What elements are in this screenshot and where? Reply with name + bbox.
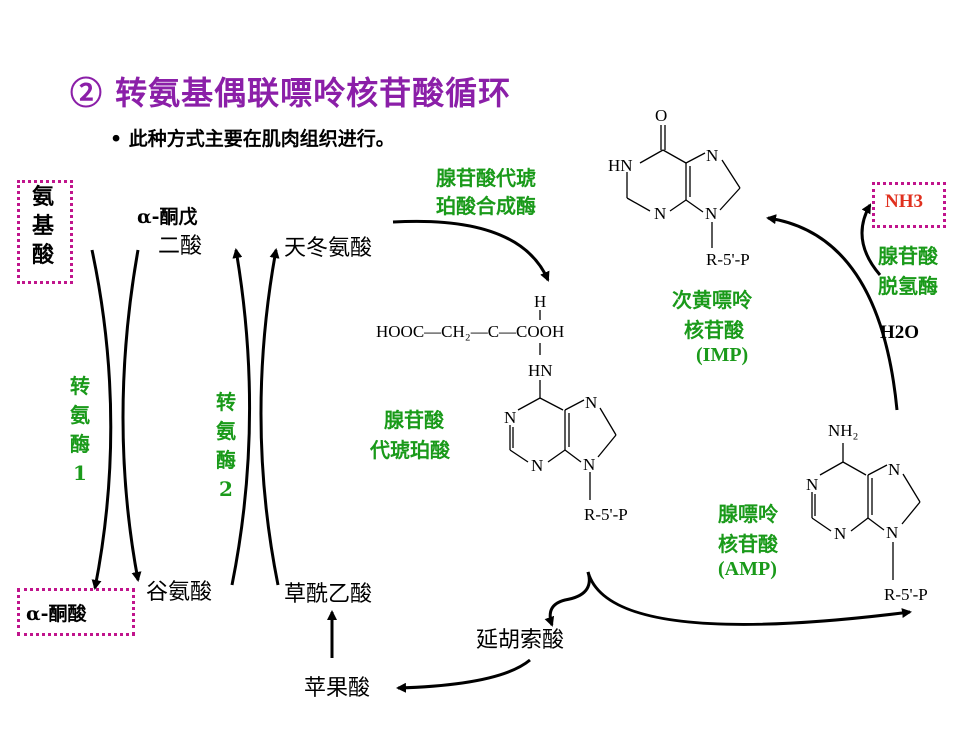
- alpha-keto-acid-label: α-酮酸: [26, 603, 87, 625]
- arrow-amp-to-imp: [766, 214, 899, 411]
- fumarate-label: 延胡索酸: [476, 628, 565, 653]
- adenylosuccinate-structure: [509, 310, 617, 500]
- amp-n7: N: [888, 460, 901, 479]
- imp-n9: N: [705, 204, 718, 223]
- amp-r5p: R-5'-P: [884, 585, 928, 604]
- imp-r5p: R-5'-P: [706, 250, 750, 269]
- amp-n1: N: [806, 475, 819, 494]
- amp-label-3: (AMP): [718, 558, 777, 580]
- amino-acid-label: 氨基酸: [31, 184, 54, 268]
- transaminase2-label: 转氨酶2: [216, 390, 236, 501]
- ampd-label-2: 脱氢酶: [878, 274, 938, 298]
- amp-structure: [811, 443, 921, 580]
- amp-n9: N: [886, 523, 899, 542]
- amp-nh2: NH₂: [828, 421, 859, 440]
- aspartate-label: 天冬氨酸: [284, 236, 373, 261]
- imp-n7: N: [706, 146, 719, 165]
- alpha-ketoglutarate-label-2: 二酸: [158, 234, 203, 259]
- adenylosuccinate-hn: HN: [528, 361, 553, 380]
- amp-label-1: 腺嘌呤: [718, 502, 778, 526]
- alpha-ketoglutarate-label-1: α-酮戊: [137, 206, 198, 228]
- adenylosuccinate-h: H: [534, 292, 547, 311]
- imp-o: O: [655, 106, 668, 125]
- arrow-to-amp: [586, 571, 912, 626]
- adenylosuccinate-label-1: 腺苷酸: [384, 408, 444, 432]
- imp-n3: N: [654, 204, 667, 223]
- adenylosuccinate-backbone: HOOC—CH₂—C—COOH: [376, 322, 565, 341]
- nh3-box: NH3: [872, 182, 946, 228]
- adenylosuccinate-n3: N: [531, 456, 544, 475]
- nh3-label: NH3: [885, 191, 923, 212]
- arrow-aspartate-to-adenylosuccinate: [392, 219, 550, 282]
- adenylosuccinate-n7: N: [585, 393, 598, 412]
- adenylosuccinate-label-2: 代琥珀酸: [370, 438, 450, 462]
- h2o-label: H2O: [880, 322, 920, 343]
- page-title: ② 转氨基偶联嘌呤核苷酸循环: [70, 74, 512, 112]
- arrow-glutamate-to-ketoglutarate: [230, 248, 252, 586]
- arrow-oxaloacetate-to-aspartate: [259, 248, 280, 586]
- adss-label-2: 珀酸合成酶: [436, 194, 536, 218]
- imp-hn: HN: [608, 156, 633, 175]
- glutamate-label: 谷氨酸: [146, 580, 213, 605]
- arrow-amino-to-keto: [90, 249, 113, 590]
- arrow-fumarate-to-malate: [396, 658, 531, 693]
- imp-structure: [626, 125, 741, 248]
- oxaloacetate-label: 草酰乙酸: [284, 582, 373, 607]
- arrow-ketoglutarate-to-glutamate: [121, 249, 142, 582]
- arrow-to-fumarate: [544, 571, 591, 627]
- amino-acid-box: 氨基酸: [17, 180, 73, 284]
- amp-n3: N: [834, 524, 847, 543]
- imp-label-2: 核苷酸: [684, 318, 744, 342]
- adenylosuccinate-r5p: R-5'-P: [584, 505, 628, 524]
- arrow-nh3-release: [860, 203, 882, 276]
- bullet-text: • 此种方式主要在肌肉组织进行。: [110, 128, 395, 150]
- transaminase1-label: 转氨酶1: [70, 374, 90, 485]
- alpha-keto-acid-box: α-酮酸: [17, 588, 135, 636]
- malate-label: 苹果酸: [304, 676, 371, 701]
- imp-label-1: 次黄嘌呤: [672, 288, 752, 312]
- amp-label-2: 核苷酸: [718, 532, 778, 556]
- adenylosuccinate-n1: N: [504, 408, 517, 427]
- adss-label-1: 腺苷酸代琥: [436, 166, 536, 190]
- ampd-label-1: 腺苷酸: [878, 244, 938, 268]
- imp-label-3: (IMP): [696, 344, 749, 366]
- adenylosuccinate-n9: N: [583, 455, 596, 474]
